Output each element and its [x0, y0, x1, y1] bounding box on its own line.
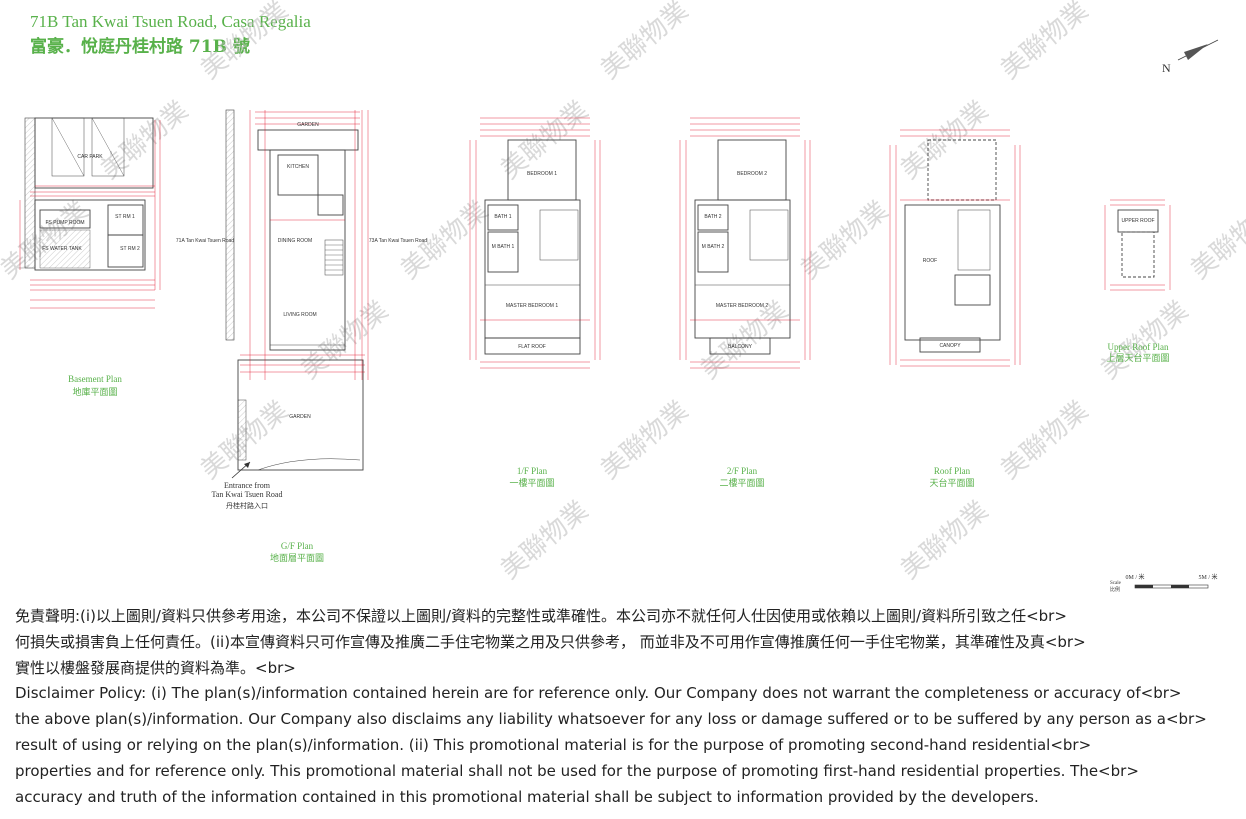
svg-text:美聯物業: 美聯物業 — [995, 0, 1094, 85]
svg-text:MASTER BEDROOM 1: MASTER BEDROOM 1 — [506, 303, 558, 309]
disclaimer-line: the above plan(s)/information. Our Compa… — [15, 710, 1207, 729]
svg-text:二樓平面圖: 二樓平面圖 — [719, 477, 764, 488]
svg-text:地面層平面圖: 地面層平面圖 — [270, 552, 324, 563]
svg-text:BEDROOM 2: BEDROOM 2 — [737, 171, 767, 177]
svg-text:ST RM 2: ST RM 2 — [120, 246, 140, 252]
svg-text:美聯物業: 美聯物業 — [595, 0, 694, 85]
svg-text:美聯物業: 美聯物業 — [95, 96, 194, 186]
svg-text:BATH 1: BATH 1 — [494, 214, 511, 220]
first-floor-plan — [469, 117, 601, 369]
svg-text:FLAT ROOF: FLAT ROOF — [518, 344, 546, 350]
svg-text:73A Tan Kwai Tsuen Road: 73A Tan Kwai Tsuen Road — [369, 238, 427, 244]
floor-plans-drawing: 美聯物業 美聯物業 美聯物業 美聯物業 美聯物業 美聯物業 美聯物業 美聯物業 … — [0, 0, 1246, 593]
svg-text:美聯物業: 美聯物業 — [495, 496, 594, 586]
entrance-arrow-icon — [231, 461, 251, 479]
disclaimer-line: 何損失或損害負上任何責任。(ii)本宣傳資料只可作宣傳及推廣二手住宅物業之用及只… — [15, 632, 1086, 651]
scale-bar: 0M / 米 5M / 米 Scale 比例 — [1110, 573, 1218, 593]
svg-text:天台平面圖: 天台平面圖 — [929, 477, 974, 488]
svg-text:1/F Plan: 1/F Plan — [517, 466, 548, 476]
svg-text:0M / 米: 0M / 米 — [1125, 573, 1144, 581]
svg-text:美聯物業: 美聯物業 — [195, 0, 294, 85]
svg-text:Entrance from: Entrance from — [224, 481, 271, 490]
svg-text:Roof Plan: Roof Plan — [934, 466, 971, 476]
upper-roof-plan — [1104, 199, 1171, 291]
svg-text:M BATH 2: M BATH 2 — [702, 244, 725, 250]
title-chinese: 富豪．悅庭丹桂村路 71B 號 — [30, 37, 250, 57]
svg-text:DINING ROOM: DINING ROOM — [278, 238, 312, 244]
ground-floor-plan — [225, 109, 369, 471]
svg-text:Scale: Scale — [1110, 581, 1122, 586]
disclaimer-line: 免責聲明:(i)以上圖則/資料只供參考用途，本公司不保證以上圖則/資料的完整性或… — [15, 607, 1067, 625]
basement-plan — [19, 117, 161, 309]
svg-text:Basement Plan: Basement Plan — [68, 374, 122, 384]
svg-text:FS PUMP ROOM: FS PUMP ROOM — [45, 220, 84, 226]
svg-text:71A Tan Kwai Tsuen Road: 71A Tan Kwai Tsuen Road — [176, 238, 234, 244]
north-arrow-icon: N — [1162, 39, 1219, 75]
svg-text:美聯物業: 美聯物業 — [1185, 196, 1246, 286]
svg-text:美聯物業: 美聯物業 — [1095, 296, 1194, 386]
svg-text:2/F Plan: 2/F Plan — [727, 466, 758, 476]
svg-text:地庫平面圖: 地庫平面圖 — [72, 386, 117, 397]
svg-text:ROOF: ROOF — [923, 258, 937, 264]
svg-text:美聯物業: 美聯物業 — [995, 396, 1094, 486]
svg-text:M BATH 1: M BATH 1 — [492, 244, 515, 250]
svg-text:丹桂村路入口: 丹桂村路入口 — [226, 501, 268, 510]
svg-text:一樓平面圖: 一樓平面圖 — [509, 477, 554, 488]
svg-text:GARDEN: GARDEN — [297, 122, 319, 128]
svg-text:N: N — [1162, 61, 1171, 75]
disclaimer-line: properties and for reference only. This … — [15, 761, 1139, 780]
svg-text:上層天台平面圖: 上層天台平面圖 — [1106, 352, 1169, 363]
disclaimer-line: result of using or relying on the plan(s… — [15, 735, 1092, 754]
svg-text:FS WATER TANK: FS WATER TANK — [42, 246, 82, 252]
disclaimer-line: 實性以樓盤發展商提供的資料為準。<br> — [15, 658, 296, 677]
svg-text:BALCONY: BALCONY — [728, 344, 753, 350]
svg-text:5M / 米: 5M / 米 — [1198, 573, 1217, 581]
disclaimer-line: accuracy and truth of the information co… — [15, 787, 1039, 806]
svg-text:LIVING ROOM: LIVING ROOM — [283, 312, 316, 318]
svg-text:ST RM 1: ST RM 1 — [115, 214, 135, 220]
svg-text:CANOPY: CANOPY — [939, 343, 961, 349]
svg-text:BATH 2: BATH 2 — [704, 214, 721, 220]
svg-text:UPPER ROOF: UPPER ROOF — [1121, 218, 1154, 224]
disclaimer-line: Disclaimer Policy: (i) The plan(s)/infor… — [15, 684, 1182, 703]
svg-text:CAR PARK: CAR PARK — [77, 154, 103, 160]
svg-text:比例: 比例 — [1110, 586, 1120, 593]
svg-text:KITCHEN: KITCHEN — [287, 164, 309, 170]
svg-text:BEDROOM 1: BEDROOM 1 — [527, 171, 557, 177]
svg-text:Tan Kwai Tsuen Road: Tan Kwai Tsuen Road — [212, 490, 283, 499]
svg-text:美聯物業: 美聯物業 — [595, 396, 694, 486]
title-english: 71B Tan Kwai Tsuen Road, Casa Regalia — [30, 12, 311, 31]
svg-text:美聯物業: 美聯物業 — [895, 496, 994, 586]
second-floor-plan — [679, 117, 811, 369]
disclaimer-text: 免責聲明:(i)以上圖則/資料只供參考用途，本公司不保證以上圖則/資料的完整性或… — [15, 604, 1246, 810]
svg-text:GARDEN: GARDEN — [289, 414, 311, 420]
svg-text:G/F Plan: G/F Plan — [281, 541, 314, 551]
svg-text:Upper Roof Plan: Upper Roof Plan — [1108, 342, 1169, 352]
roof-plan — [889, 129, 1021, 367]
svg-text:MASTER BEDROOM 2: MASTER BEDROOM 2 — [716, 303, 768, 309]
watermark-layer: 美聯物業 美聯物業 美聯物業 美聯物業 美聯物業 美聯物業 美聯物業 美聯物業 … — [0, 0, 1246, 585]
